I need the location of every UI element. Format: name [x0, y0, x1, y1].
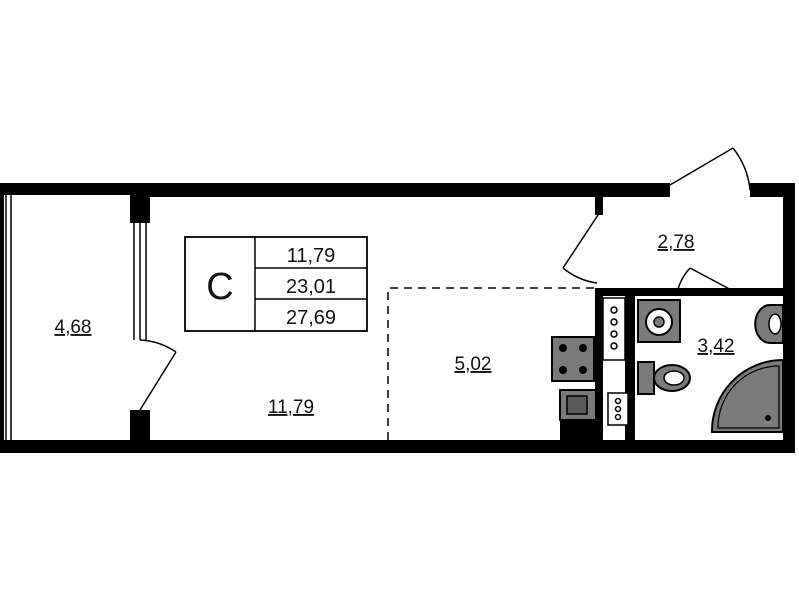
legend-total-area: 23,01 [286, 276, 336, 298]
legend-box [184, 236, 368, 332]
shower-icon [710, 358, 784, 433]
hallway-door [562, 211, 601, 284]
wall-bath-inner [625, 288, 635, 443]
wall-partition-bottom [130, 410, 150, 450]
bathroom-door [676, 267, 738, 294]
wall-top-balcony [0, 183, 135, 195]
wall-hall-bath [595, 288, 795, 296]
fridge-icon [602, 297, 626, 361]
wall-left [0, 183, 4, 453]
wall-right [783, 183, 795, 453]
sink-icon [559, 389, 597, 421]
kitchen-area-label: 5,02 [455, 354, 492, 375]
balcony-door [139, 339, 177, 411]
wall-bath-left [595, 288, 603, 443]
wall-top-main [130, 183, 670, 197]
entrance-door [669, 147, 751, 191]
wall-partition-top [130, 195, 150, 223]
apartment-type-letter: С [206, 266, 233, 308]
appliance-icon [607, 392, 629, 426]
washbasin-icon [754, 304, 784, 344]
bathroom-area-label: 3,42 [698, 336, 735, 357]
wall-hall-left [595, 195, 603, 215]
toilet-icon [637, 361, 691, 395]
stove-icon [551, 336, 595, 382]
walls [0, 183, 795, 453]
wall-bottom [0, 440, 795, 453]
balcony-glazing [5, 195, 147, 440]
balcony-area-label: 4,68 [55, 317, 92, 338]
legend-area-with-balcony: 27,69 [286, 307, 336, 329]
hallway-area-label: 2,78 [658, 232, 695, 253]
legend-living-area: 11,79 [287, 245, 336, 267]
washing-machine-icon [637, 299, 681, 343]
living-room-area-label: 11,79 [268, 397, 314, 418]
area-legend: С 11,79 23,01 27,69 [184, 236, 368, 332]
